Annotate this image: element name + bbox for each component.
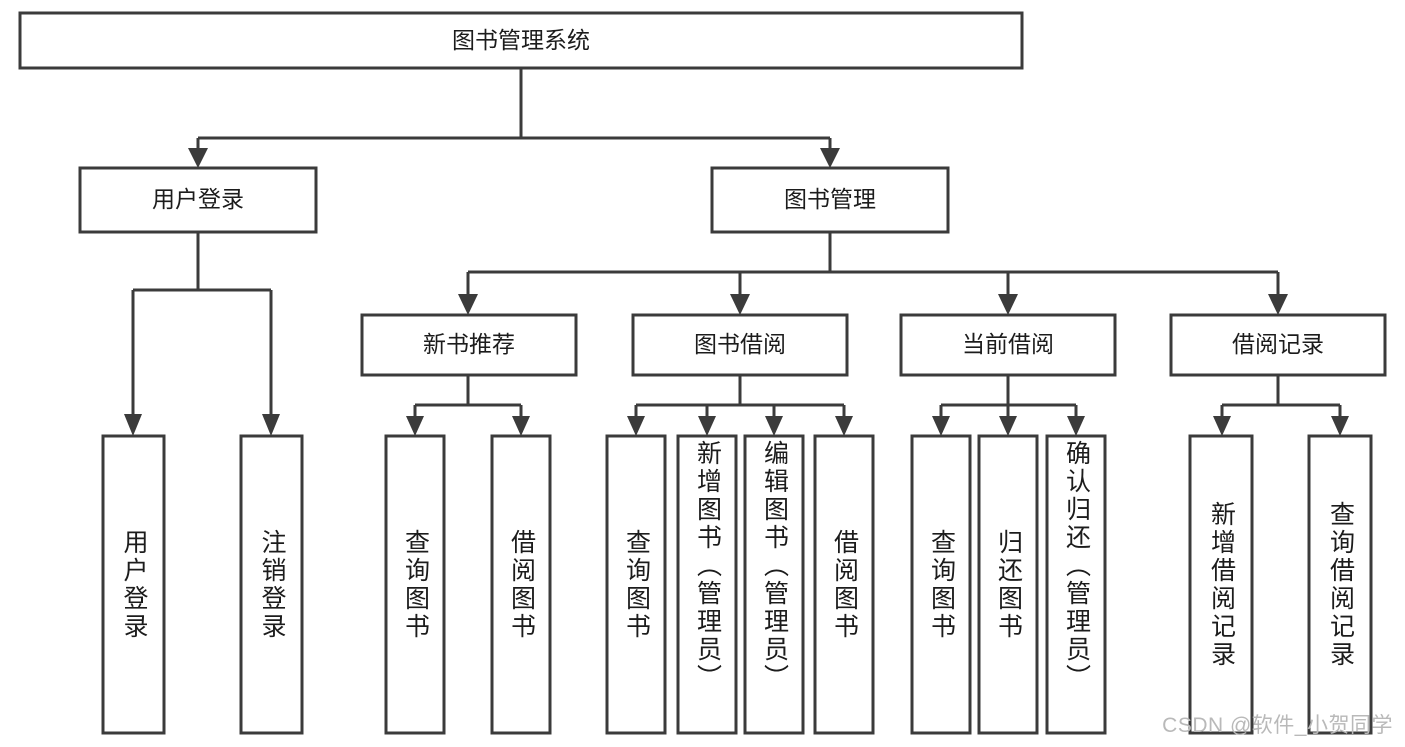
edge-borrowrecord-to-leaves (1213, 375, 1349, 436)
node-user-login[interactable]: 用户登录 (78, 166, 318, 234)
node-book-manage[interactable]: 图书管理 (710, 166, 950, 234)
edge-root-to-level2 (188, 68, 840, 168)
node-new-book-rec[interactable]: 新书推荐 (360, 313, 578, 377)
arrow-head-icon (512, 416, 530, 436)
leaf-box-return-book[interactable] (977, 434, 1039, 735)
leaf-box-add-record[interactable] (1188, 434, 1254, 735)
edge-newbook-to-leaves (406, 375, 530, 436)
arrow-head-icon (188, 148, 208, 168)
leaf-box-borrow-book-1[interactable] (490, 434, 552, 735)
arrow-head-icon (1067, 416, 1085, 436)
node-box (710, 166, 950, 234)
node-box (18, 11, 1024, 70)
node-current-borrow[interactable]: 当前借阅 (899, 313, 1117, 377)
arrow-head-icon (932, 416, 950, 436)
node-box (899, 313, 1117, 377)
node-label: 用户登录 (152, 186, 244, 212)
arrow-head-icon (698, 416, 716, 436)
arrow-head-icon (124, 414, 142, 436)
node-box (631, 313, 849, 377)
arrow-head-icon (998, 294, 1018, 315)
leaf-box-confirm-return[interactable] (1045, 434, 1107, 735)
edge-bookmanage-to-level3 (458, 232, 1288, 315)
leaf-box-borrow-book-2[interactable] (813, 434, 875, 735)
arrow-head-icon (835, 416, 853, 436)
node-book-borrow[interactable]: 图书借阅 (631, 313, 849, 377)
arrow-head-icon (1213, 416, 1231, 436)
arrow-head-icon (627, 416, 645, 436)
edge-bookborrow-to-leaves (627, 375, 853, 436)
leaf-box-add-book[interactable] (676, 434, 738, 735)
arrow-head-icon (1331, 416, 1349, 436)
arrow-head-icon (262, 414, 280, 436)
leaf-box-logout[interactable] (239, 434, 304, 735)
leaf-box-query-record[interactable] (1307, 434, 1373, 735)
edge-userlogin-to-leaves (124, 232, 280, 436)
arrow-head-icon (1268, 294, 1288, 315)
arrow-head-icon (820, 148, 840, 168)
leaf-box-edit-book[interactable] (743, 434, 805, 735)
node-root-system[interactable]: 图书管理系统 (18, 11, 1024, 70)
arrow-head-icon (765, 416, 783, 436)
node-label: 新书推荐 (423, 331, 515, 357)
leaf-box-query-book-3[interactable] (910, 434, 972, 735)
node-label: 图书管理 (784, 186, 876, 212)
node-label: 当前借阅 (962, 331, 1054, 357)
node-label: 图书借阅 (694, 331, 786, 357)
arrow-head-icon (458, 294, 478, 315)
node-label: 图书管理系统 (452, 27, 590, 53)
node-box (360, 313, 578, 377)
arrow-head-icon (406, 416, 424, 436)
leaf-box-query-book-2[interactable] (605, 434, 667, 735)
leaf-box-query-book-1[interactable] (384, 434, 446, 735)
node-label: 借阅记录 (1232, 331, 1324, 357)
arrow-head-icon (999, 416, 1017, 436)
node-borrow-record[interactable]: 借阅记录 (1169, 313, 1387, 377)
csdn-watermark: CSDN @软件_小贺同学 (1162, 714, 1393, 737)
edge-currentborrow-to-leaves (932, 375, 1085, 436)
arrow-head-icon (730, 294, 750, 315)
leaf-box-user-login[interactable] (101, 434, 166, 735)
node-box (78, 166, 318, 234)
node-box (1169, 313, 1387, 377)
